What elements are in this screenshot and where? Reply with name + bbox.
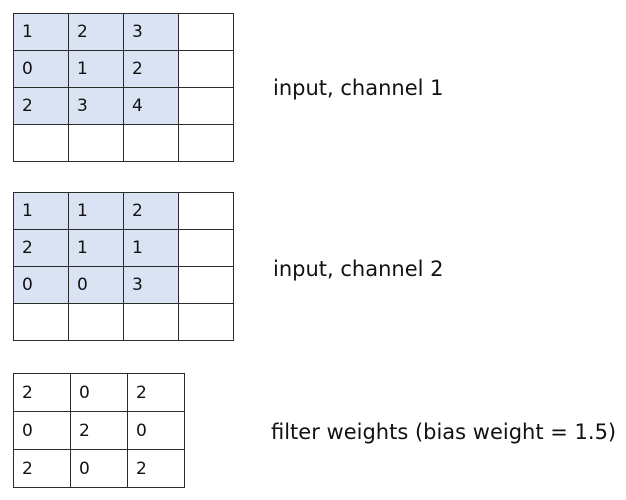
filter-cell: 0 — [70, 373, 128, 412]
grid-cell: 1 — [68, 192, 124, 230]
grid-row: 0 2 0 — [13, 411, 185, 450]
filter-cell: 2 — [13, 449, 71, 488]
filter-cell: 2 — [127, 449, 185, 488]
padding-cell — [178, 192, 234, 230]
padding-cell — [178, 229, 234, 267]
grid-cell: 4 — [123, 87, 179, 125]
padding-cell — [178, 13, 234, 51]
filter-cell: 2 — [70, 411, 128, 450]
padding-cell — [178, 266, 234, 304]
grid-cell: 1 — [68, 229, 124, 267]
grid-row: 2 1 1 — [13, 229, 234, 267]
grid-row: 2 3 4 — [13, 87, 234, 125]
padding-cell — [123, 303, 179, 341]
padding-cell — [178, 87, 234, 125]
padding-cell — [68, 303, 124, 341]
grid-cell: 1 — [13, 192, 69, 230]
padding-cell — [13, 303, 69, 341]
padding-cell — [178, 303, 234, 341]
filter-cell: 2 — [13, 373, 71, 412]
grid-cell: 1 — [123, 229, 179, 267]
grid-row: 0 0 3 — [13, 266, 234, 304]
input-channel-2-grid: 1 1 2 2 1 1 0 0 3 — [13, 192, 234, 341]
grid-cell: 3 — [123, 13, 179, 51]
filter-weights-grid: 2 0 2 0 2 0 2 0 2 — [13, 373, 185, 488]
grid-row: 1 2 3 — [13, 13, 234, 51]
grid-cell: 0 — [13, 50, 69, 88]
input-channel-1-caption: input, channel 1 — [273, 76, 444, 100]
grid-cell: 2 — [123, 50, 179, 88]
grid-row: 0 1 2 — [13, 50, 234, 88]
grid-cell: 3 — [123, 266, 179, 304]
padding-cell — [68, 124, 124, 162]
padding-cell — [178, 124, 234, 162]
grid-cell: 2 — [13, 87, 69, 125]
padding-cell — [123, 124, 179, 162]
filter-cell: 0 — [13, 411, 71, 450]
grid-cell: 2 — [123, 192, 179, 230]
grid-row: 2 0 2 — [13, 449, 185, 488]
padding-cell — [178, 50, 234, 88]
filter-cell: 2 — [127, 373, 185, 412]
grid-cell: 0 — [13, 266, 69, 304]
grid-cell: 2 — [68, 13, 124, 51]
grid-cell: 0 — [68, 266, 124, 304]
input-channel-2-caption: input, channel 2 — [273, 257, 444, 281]
filter-cell: 0 — [70, 449, 128, 488]
filter-weights-caption: filter weights (bias weight = 1.5) — [271, 420, 617, 444]
padding-cell — [13, 124, 69, 162]
grid-cell: 1 — [13, 13, 69, 51]
grid-row: 2 0 2 — [13, 373, 185, 412]
grid-row: 1 1 2 — [13, 192, 234, 230]
grid-row — [13, 303, 234, 341]
grid-row — [13, 124, 234, 162]
filter-cell: 0 — [127, 411, 185, 450]
grid-cell: 3 — [68, 87, 124, 125]
grid-cell: 1 — [68, 50, 124, 88]
input-channel-1-grid: 1 2 3 0 1 2 2 3 4 — [13, 13, 234, 162]
grid-cell: 2 — [13, 229, 69, 267]
